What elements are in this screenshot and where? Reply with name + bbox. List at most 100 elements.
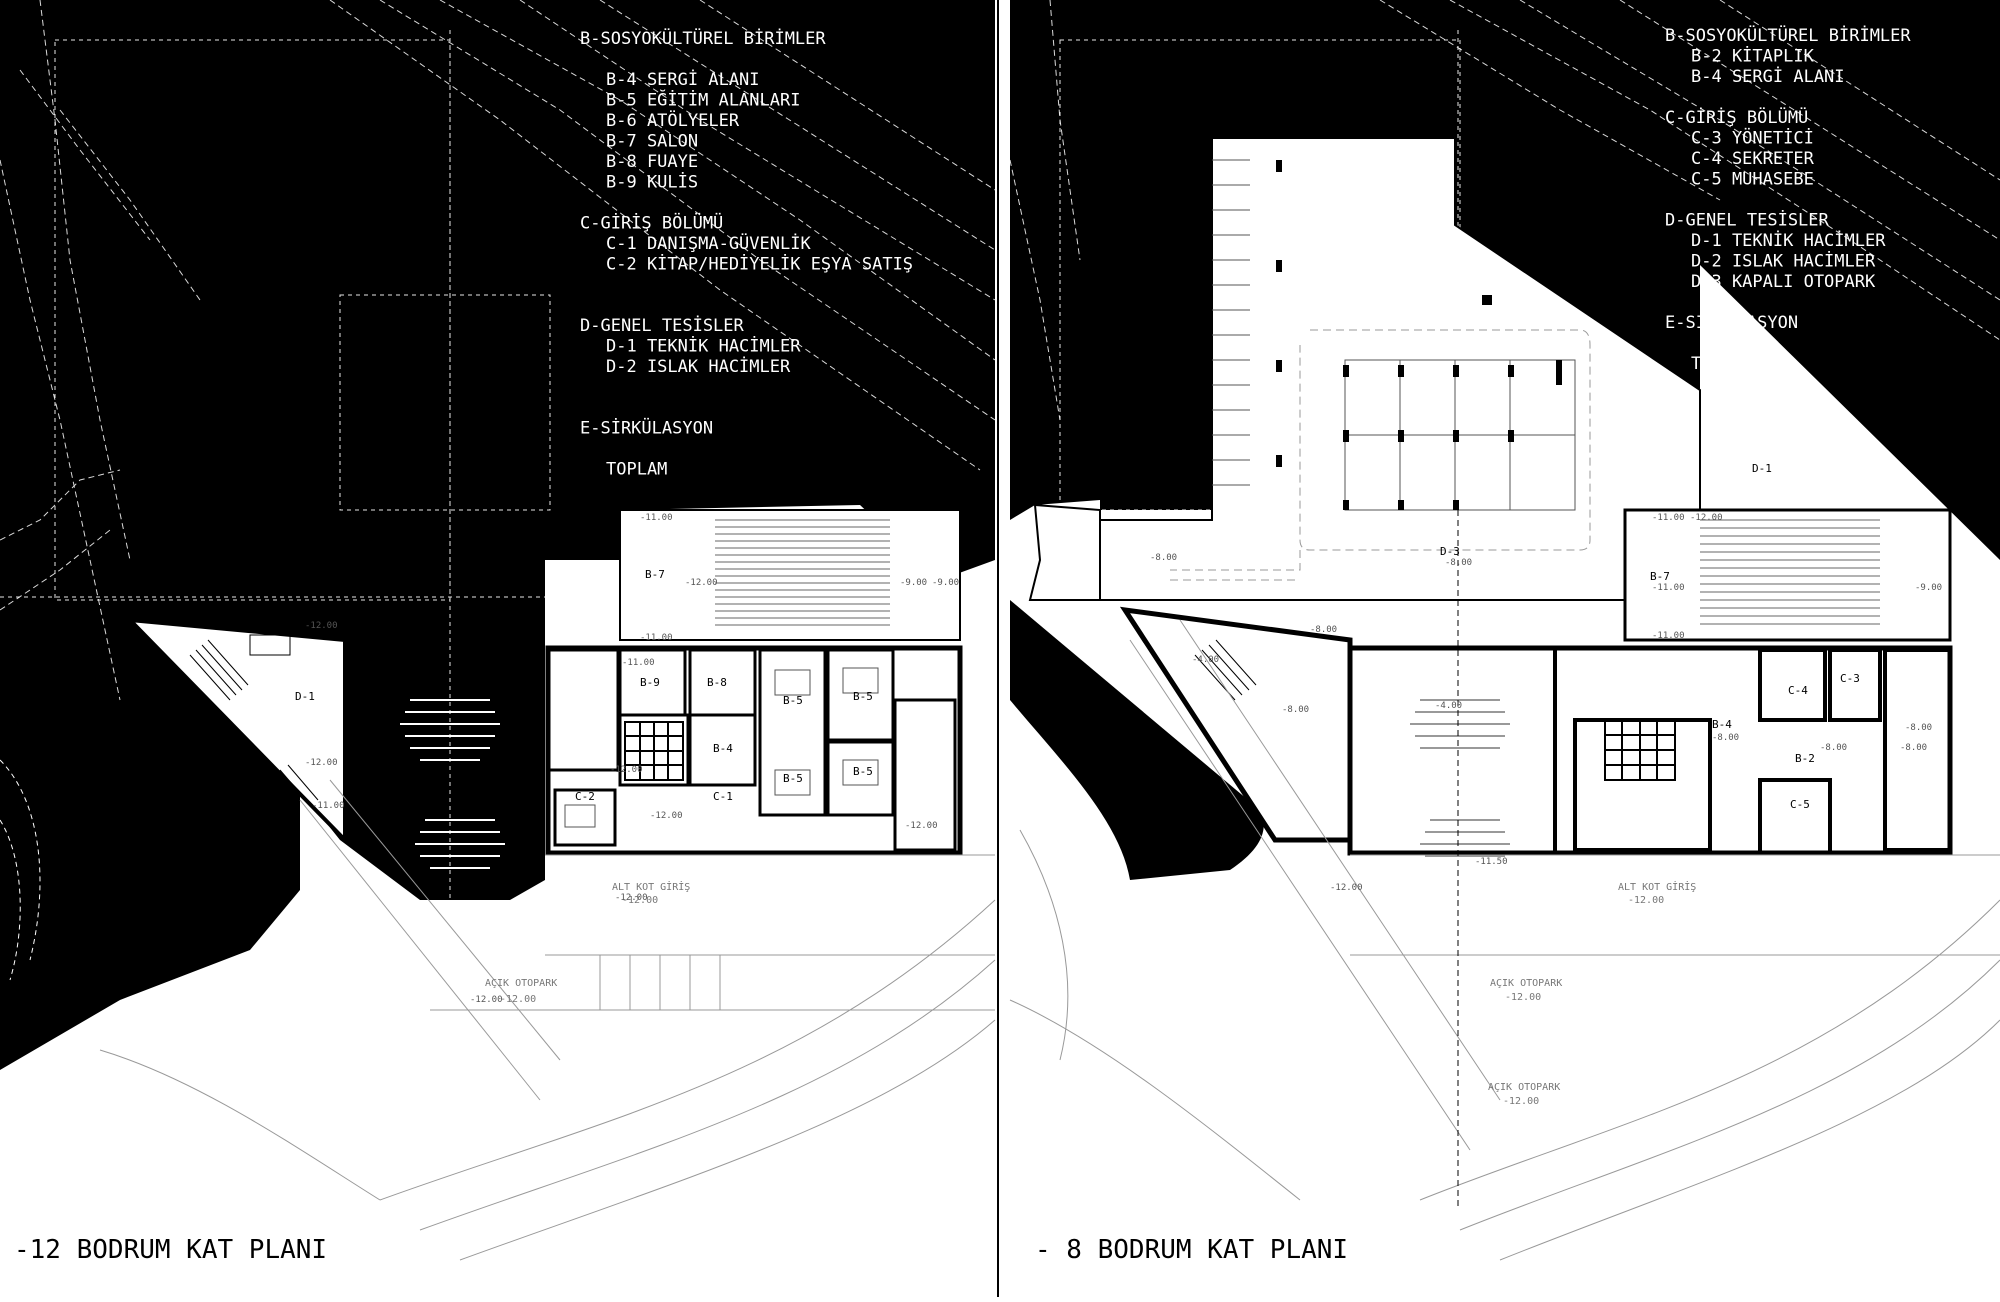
legend-line: D-2 ISLAK HACİMLER bbox=[606, 356, 791, 377]
elevation-mark: -11.00 bbox=[312, 801, 345, 811]
site-entry-level: -12.00 bbox=[622, 895, 658, 906]
elevation-mark: -12.00 bbox=[905, 821, 938, 831]
left-hill bbox=[0, 700, 73, 1050]
room-label: B-8 bbox=[707, 676, 727, 689]
elevation-mark: -8.00 bbox=[1712, 733, 1739, 743]
left-skylight-grid bbox=[624, 721, 684, 781]
left-auditorium-seating bbox=[715, 519, 890, 626]
room-label: B-4 bbox=[1712, 718, 1732, 731]
room-label: B-4 bbox=[713, 742, 733, 755]
site-parking-label: AÇIK OTOPARK bbox=[485, 978, 557, 989]
elevation-mark: -11.00 bbox=[1652, 583, 1685, 593]
legend-line: C-GİRİŞ BÖLÜMÜ bbox=[1665, 106, 1808, 128]
left-plan-title: -12 BODRUM KAT PLANI bbox=[14, 1235, 327, 1265]
elevation-mark: -8.00 bbox=[1445, 558, 1472, 568]
elevation-mark: -12.00 bbox=[305, 621, 338, 631]
site-parking-level: -12.00 bbox=[1503, 1096, 1539, 1107]
room-label: C-2 bbox=[575, 790, 595, 803]
left-central-stair bbox=[400, 699, 505, 869]
elevation-mark: -4.00 bbox=[1435, 701, 1462, 711]
legend-line: C-3 YÖNETİCİ bbox=[1691, 127, 1814, 149]
legend-line: D-GENEL TESİSLER bbox=[580, 315, 745, 336]
elevation-mark: -8.00 bbox=[1900, 743, 1927, 753]
right-auditorium-seating bbox=[1700, 519, 1880, 625]
site-parking-label: AÇIK OTOPARK bbox=[1490, 978, 1562, 989]
room-label: B-7 bbox=[645, 568, 665, 581]
elevation-mark: -12.00 bbox=[610, 765, 643, 775]
legend-line: B-4 SERGİ ALANI bbox=[1691, 66, 1845, 87]
elevation-mark: -9.00 bbox=[932, 578, 959, 588]
elevation-mark: -4.00 bbox=[1192, 655, 1219, 665]
elevation-mark: -12.00 bbox=[470, 995, 503, 1005]
right-hill bbox=[1010, 600, 1264, 880]
room-label: D-1 bbox=[295, 690, 315, 703]
room-label: C-5 bbox=[1790, 798, 1810, 811]
right-drive-path bbox=[1170, 329, 1591, 581]
legend-line: B-2 KİTAPLIK bbox=[1691, 46, 1815, 67]
room-label: C-3 bbox=[1840, 672, 1860, 685]
site-parking-level: -12.00 bbox=[500, 994, 536, 1005]
site-parking-label: AÇIK OTOPARK bbox=[1488, 1082, 1560, 1093]
right-plan bbox=[1009, 0, 2000, 1261]
legend-line: E-SİRKÜLASYON bbox=[580, 417, 713, 439]
elevation-mark: -11.50 bbox=[1475, 857, 1508, 867]
site-entry-level: -12.00 bbox=[1628, 895, 1664, 906]
elevation-mark: -12.00 bbox=[305, 758, 338, 768]
room-label: B-7 bbox=[1650, 570, 1670, 583]
elevation-mark: -12.00 bbox=[685, 578, 718, 588]
legend-line: B-5 EĞİTİM ALANLARI bbox=[606, 89, 800, 111]
legend-line: B-SOSYOKÜLTÜREL BİRİMLER bbox=[580, 27, 826, 49]
room-label: D-3 bbox=[1440, 545, 1460, 558]
elevation-mark: -12.00 bbox=[1330, 883, 1363, 893]
left-plan bbox=[0, 0, 999, 1297]
elevation-mark: -11.00 bbox=[640, 633, 673, 643]
legend-line: B-4 SERGİ ALANI bbox=[606, 69, 760, 90]
legend-line: D-2 ISLAK HACİMLER bbox=[1691, 251, 1876, 272]
room-label: D-1 bbox=[1752, 462, 1772, 475]
left-survey-lines bbox=[0, 30, 995, 1210]
legend-line: B-9 KULİS bbox=[606, 172, 698, 193]
legend-line: TOPLAM bbox=[606, 460, 667, 480]
left-hill-contours bbox=[0, 759, 41, 981]
right-columns bbox=[1276, 160, 1562, 510]
legend-line: D-3 KAPALI OTOPARK bbox=[1691, 272, 1876, 292]
site-entry-label: ALT KOT GİRİŞ bbox=[612, 880, 690, 893]
left-wing-west bbox=[124, 617, 347, 845]
left-site-road bbox=[99, 779, 996, 1261]
legend-line: D-1 TEKNİK HACİMLER bbox=[1691, 230, 1886, 251]
right-central-stair bbox=[1410, 699, 1510, 857]
elevation-mark: -12.00 bbox=[650, 811, 683, 821]
right-plan-title: - 8 BODRUM KAT PLANI bbox=[1035, 1235, 1348, 1265]
legend-line: C-GİRİŞ BÖLÜMÜ bbox=[580, 212, 723, 234]
right-skylight-grid bbox=[1604, 719, 1676, 781]
left-west-stair bbox=[189, 634, 319, 806]
elevation-mark: -11.00 bbox=[622, 658, 655, 668]
right-auditorium-block bbox=[1623, 508, 1952, 642]
room-label: B-9 bbox=[640, 676, 660, 689]
room-label: C-1 bbox=[713, 790, 733, 803]
site-parking-level: -12.00 bbox=[1505, 992, 1541, 1003]
elevation-mark: -9.00 bbox=[900, 578, 927, 588]
legend-line: D-GENEL TESİSLER bbox=[1665, 210, 1830, 231]
legend-line: B-8 FUAYE bbox=[606, 152, 698, 172]
legend-line: C-1 DANIŞMA-GÜVENLİK bbox=[606, 232, 811, 254]
elevation-mark: -8.00 bbox=[1905, 723, 1932, 733]
left-auditorium-block bbox=[619, 509, 961, 641]
legend-line: B-6 ATÖLYELER bbox=[606, 109, 740, 131]
elevation-mark: -12.00 bbox=[1690, 513, 1723, 523]
left-terrain-mass bbox=[0, 0, 995, 1070]
legend-line: C-5 MUHASEBE bbox=[1691, 170, 1814, 190]
legend-line: B-7 SALON bbox=[606, 132, 698, 152]
elevation-mark: -8.00 bbox=[1150, 553, 1177, 563]
elevation-mark: -11.00 bbox=[1652, 631, 1685, 641]
room-label: C-4 bbox=[1788, 684, 1808, 697]
site-entry-label: ALT KOT GİRİŞ bbox=[1618, 880, 1696, 893]
left-classroom-tables bbox=[564, 667, 879, 828]
room-label: B-2 bbox=[1795, 752, 1815, 765]
right-ramp-area bbox=[1028, 503, 1101, 601]
legend-line: C-4 SEKRETER bbox=[1691, 149, 1815, 169]
